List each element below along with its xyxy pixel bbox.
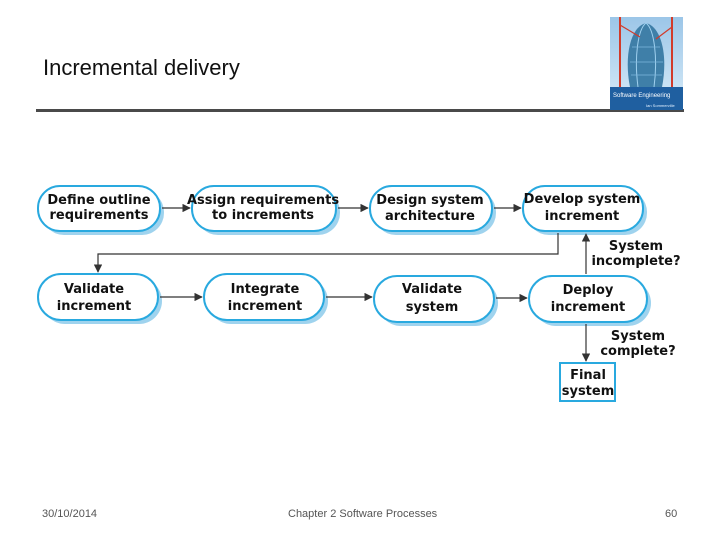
cover-title: Software Engineering	[613, 93, 671, 99]
node-define-outline-requirements: Define outline requirements	[37, 185, 164, 235]
node-validate-sys-line-1: Validate	[402, 282, 462, 297]
node-design-line-2: architecture	[385, 209, 475, 224]
slide-title: Incremental delivery	[43, 55, 240, 80]
node-develop-line-1: Develop system	[524, 192, 641, 207]
node-define-line-2: requirements	[49, 208, 148, 223]
node-develop-system-increment: Develop system increment	[522, 185, 647, 235]
node-final-line-1: Final	[570, 368, 606, 383]
node-validate-increment: Validate increment	[37, 273, 162, 324]
node-validate-system: Validate system	[373, 275, 498, 326]
page-number: 60	[665, 508, 678, 520]
node-final-line-2: system	[562, 384, 615, 399]
node-validate-inc-line-2: increment	[57, 299, 131, 314]
node-integrate-line-2: increment	[228, 299, 302, 314]
node-assign-line-1: Assign requirements	[187, 193, 339, 208]
node-deploy-line-2: increment	[551, 300, 625, 315]
node-validate-inc-line-1: Validate	[64, 282, 124, 297]
node-deploy-increment: Deploy increment	[528, 275, 651, 326]
arrow-develop-to-validate-increment	[93, 233, 559, 273]
condition-incomplete-line-2: incomplete?	[591, 254, 680, 269]
footer-date: 30/10/2014	[42, 508, 98, 520]
footer-chapter: Chapter 2 Software Processes	[288, 508, 438, 520]
cover-subtitle: Ian Sommerville	[646, 103, 675, 108]
condition-complete-line-1: System	[611, 329, 665, 344]
title-divider	[36, 109, 684, 112]
condition-incomplete-line-1: System	[609, 239, 663, 254]
node-deploy-line-1: Deploy	[563, 283, 614, 298]
node-final-system: Final system	[559, 362, 616, 402]
node-develop-line-2: increment	[545, 209, 619, 224]
node-assign-line-2: to increments	[212, 208, 314, 223]
condition-complete-line-2: complete?	[600, 344, 675, 359]
node-validate-sys-line-2: system	[406, 300, 459, 315]
node-design-line-1: Design system	[376, 193, 483, 208]
node-assign-requirements: Assign requirements to increments	[187, 185, 340, 235]
node-integrate-line-1: Integrate	[231, 282, 300, 297]
book-cover-image: Software Engineering Ian Sommerville	[610, 17, 683, 110]
node-define-line-1: Define outline	[47, 193, 150, 208]
node-design-system-architecture: Design system architecture	[369, 185, 496, 235]
node-integrate-increment: Integrate increment	[203, 273, 328, 324]
